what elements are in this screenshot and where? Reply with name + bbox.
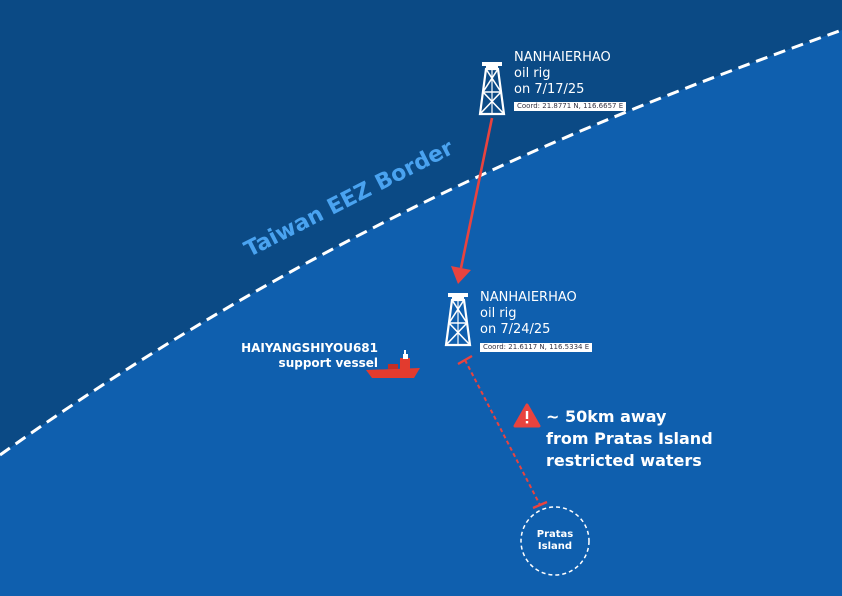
- rig-new-label: NANHAIERHAO oil rig on 7/24/25: [480, 290, 577, 338]
- rig-new-date: on 7/24/25: [480, 322, 551, 337]
- warning-line-2: from Pratas Island: [546, 429, 713, 448]
- warning-label: ~ 50km away from Pratas Island restricte…: [546, 406, 713, 472]
- vessel-label: HAIYANGSHIYOU681 support vessel: [241, 341, 378, 371]
- drift-arrow-head: [451, 266, 471, 284]
- distance-start-tick: [457, 354, 473, 366]
- pratas-line-1: Pratas: [536, 529, 574, 540]
- warning-icon: [513, 403, 541, 428]
- warning-line-3: restricted waters: [546, 451, 702, 470]
- vessel-name: HAIYANGSHIYOU681: [241, 341, 378, 355]
- rig-old-name: NANHAIERHAO: [514, 50, 611, 65]
- distance-end-tick: [532, 500, 548, 510]
- rig-old-coord: Coord: 21.8771 N, 116.6657 E: [514, 102, 627, 111]
- pratas-island-label: Pratas Island: [520, 529, 590, 553]
- eez-border-line: [0, 28, 842, 457]
- drift-arrow: [459, 117, 494, 269]
- rig-old-label: NANHAIERHAO oil rig on 7/17/25: [514, 50, 611, 98]
- rig-new-coord: Coord: 21.6117 N, 116.5334 E: [480, 343, 593, 352]
- rig-old-date: on 7/17/25: [514, 82, 585, 97]
- distance-line: [464, 359, 541, 506]
- oil-rig-icon: [444, 291, 472, 347]
- pratas-line-2: Island: [537, 541, 573, 552]
- outside-eez-area: [0, 0, 842, 455]
- vessel-type: support vessel: [278, 356, 378, 370]
- ship-icon: [366, 350, 420, 378]
- rig-old-type: oil rig: [514, 66, 551, 81]
- rig-new-name: NANHAIERHAO: [480, 290, 577, 305]
- rig-new-type: oil rig: [480, 306, 517, 321]
- warning-line-1: ~ 50km away: [546, 407, 667, 426]
- pratas-island-circle: [520, 506, 590, 576]
